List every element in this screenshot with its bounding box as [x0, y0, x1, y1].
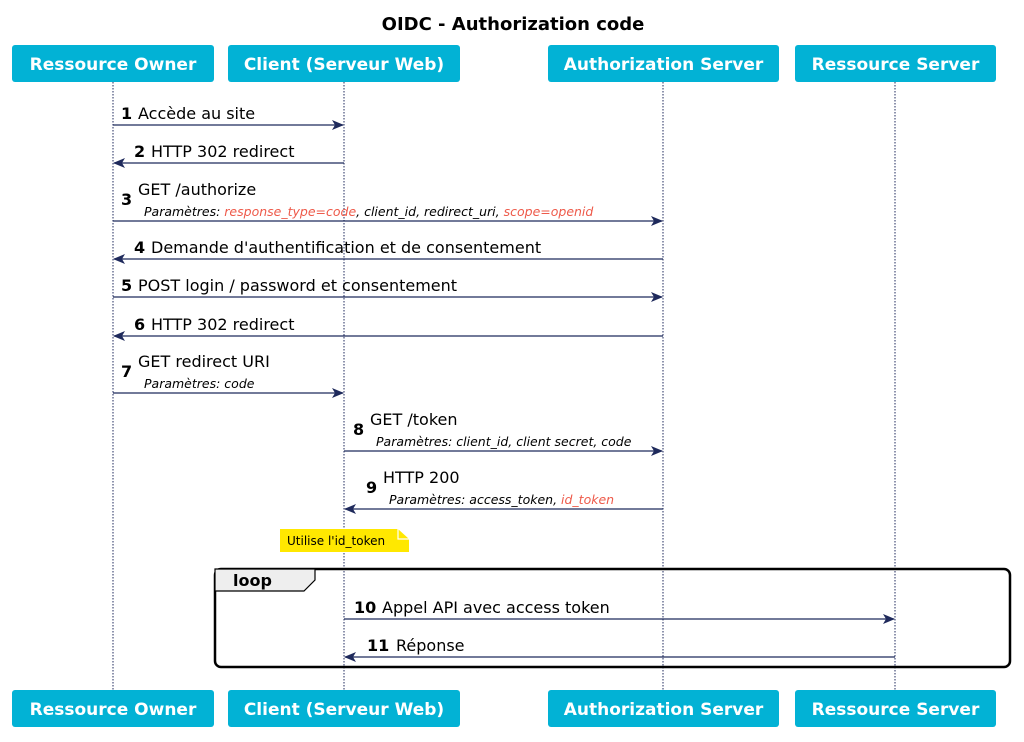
message-params: Paramètres: access_token, id_token: [389, 492, 614, 507]
message-2: 2 HTTP 302 redirect: [113, 142, 344, 168]
lifelines: [112, 82, 896, 690]
param-id-token: id_token: [561, 492, 614, 507]
loop-label: loop: [233, 571, 272, 590]
participant-label: Client (Serveur Web): [244, 55, 444, 75]
participant-label: Client (Serveur Web): [244, 700, 444, 720]
message-label: GET redirect URI: [138, 352, 270, 371]
param-plain: , client_id, redirect_uri,: [356, 204, 503, 219]
params-prefix: Paramètres:: [376, 434, 456, 449]
diagram-title: OIDC - Authorization code: [382, 14, 645, 35]
message-3: 3 GET /authorize Paramètres: response_ty…: [113, 180, 663, 226]
message-number: 1: [121, 104, 132, 123]
note-text: Utilise l'id_token: [287, 534, 385, 548]
message-9: 9 HTTP 200 Paramètres: access_token, id_…: [344, 468, 663, 514]
message-params: Paramètres: response_type=code, client_i…: [144, 204, 593, 219]
message-number: 7: [121, 362, 132, 381]
participant-resource-top: Ressource Server: [795, 45, 996, 82]
message-label: Demande d'authentification et de consent…: [151, 238, 541, 257]
message-8: 8 GET /token Paramètres: client_id, clie…: [344, 410, 663, 456]
participant-resource-bottom: Ressource Server: [795, 690, 996, 727]
params-prefix: Paramètres:: [144, 376, 224, 391]
loop-frame: loop: [213, 567, 1012, 669]
message-label: GET /token: [370, 410, 458, 429]
participant-label: Ressource Server: [812, 55, 980, 75]
participant-client-bottom: Client (Serveur Web): [228, 690, 460, 727]
message-4: 4 Demande d'authentification et de conse…: [113, 238, 663, 264]
participant-auth-bottom: Authorization Server: [548, 690, 779, 727]
message-5: 5 POST login / password et consentement: [113, 276, 663, 302]
message-label: HTTP 200: [383, 468, 460, 487]
param-access-token: access_token,: [469, 492, 561, 507]
message-number: 10: [354, 598, 376, 617]
participant-owner-top: Ressource Owner: [12, 45, 214, 82]
message-params: Paramètres: code: [144, 376, 255, 391]
message-label: Appel API avec access token: [382, 598, 610, 617]
message-number: 9: [366, 478, 377, 497]
message-label: Réponse: [396, 636, 465, 655]
message-number: 2: [134, 142, 145, 161]
message-label: HTTP 302 redirect: [151, 315, 294, 334]
participant-owner-bottom: Ressource Owner: [12, 690, 214, 727]
participant-label: Ressource Owner: [30, 55, 197, 75]
participant-client-top: Client (Serveur Web): [228, 45, 460, 82]
param-response-type: response_type=code: [224, 204, 356, 219]
message-label: HTTP 302 redirect: [151, 142, 294, 161]
message-number: 8: [353, 420, 364, 439]
param-plain: client_id, client secret, code: [456, 434, 631, 449]
message-number: 5: [121, 276, 132, 295]
participant-label: Ressource Owner: [30, 700, 197, 720]
message-6: 6 HTTP 302 redirect: [113, 315, 663, 341]
participant-auth-top: Authorization Server: [548, 45, 779, 82]
message-10: 10 Appel API avec access token: [344, 598, 895, 624]
message-label: POST login / password et consentement: [138, 276, 457, 295]
message-label: Accède au site: [138, 104, 255, 123]
note: Utilise l'id_token: [280, 529, 409, 552]
params-prefix: Paramètres:: [389, 492, 469, 507]
param-scope: scope=openid: [504, 204, 594, 219]
participant-label: Ressource Server: [812, 700, 980, 720]
message-number: 11: [367, 636, 389, 655]
message-params: Paramètres: client_id, client secret, co…: [376, 434, 632, 449]
message-number: 6: [134, 315, 145, 334]
message-7: 7 GET redirect URI Paramètres: code: [113, 352, 344, 398]
message-number: 3: [121, 190, 132, 209]
participant-label: Authorization Server: [564, 700, 764, 720]
params-prefix: Paramètres:: [144, 204, 224, 219]
message-label: GET /authorize: [138, 180, 256, 199]
message-1: 1 Accède au site: [113, 104, 344, 130]
participant-label: Authorization Server: [564, 55, 764, 75]
message-11: 11 Réponse: [344, 636, 895, 662]
message-number: 4: [134, 238, 145, 257]
param-code: code: [224, 376, 254, 391]
